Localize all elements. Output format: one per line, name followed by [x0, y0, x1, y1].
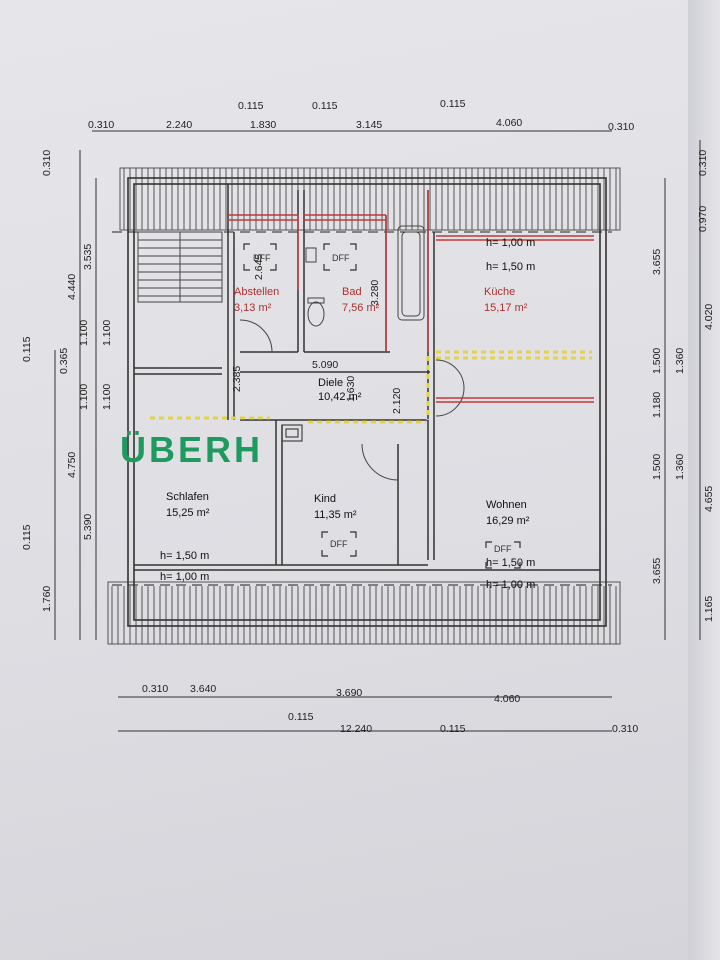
interior-dimension-labels: 2.645 3.280 5.090 2.385 1.630 2.120 — [231, 254, 403, 414]
bathtub — [397, 225, 425, 321]
dim-int-5: 2.120 — [391, 388, 403, 414]
dim-top-5: 3.145 — [356, 119, 382, 131]
room-kind-name: Kind — [314, 493, 336, 505]
dim-bottom-1: 3.640 — [190, 683, 216, 695]
dim-int-1: 3.280 — [369, 280, 381, 306]
skylight-label-2: DFF — [332, 253, 350, 263]
skylight-label-3: DFF — [330, 539, 348, 549]
door-swings — [239, 319, 465, 481]
dim-right-5: 1.360 — [674, 454, 686, 480]
dim-right-4: 1.500 — [651, 454, 663, 480]
stairs — [137, 231, 223, 303]
dim-top-4: 0.115 — [312, 100, 338, 112]
dim-left-4: 0.365 — [58, 348, 70, 374]
washbasin — [305, 247, 317, 263]
room-labels: Abstellen 3,13 m² Bad 7,56 m² Küche 15,1… — [166, 286, 530, 527]
room-abstellen-area: 3,13 m² — [234, 302, 272, 314]
height-wohnen-1: h= 1,50 m — [486, 557, 535, 569]
dim-right-11: 0.310 — [697, 150, 709, 176]
dim-left-0: 0.310 — [41, 150, 53, 176]
room-schlafen-name: Schlafen — [166, 491, 209, 503]
dim-bottom2-1: 12.240 — [340, 723, 372, 735]
dim-right-9: 4.655 — [703, 486, 715, 512]
dim-right-8: 4.020 — [703, 304, 715, 330]
dim-right-3: 1.180 — [651, 392, 663, 418]
dim-top-3: 1.830 — [250, 119, 276, 131]
dim-top-2: 0.115 — [238, 100, 264, 112]
height-kueche-2: h= 1,50 m — [486, 261, 535, 273]
dim-int-2: 5.090 — [312, 359, 338, 371]
dim-right-6: 3.655 — [651, 558, 663, 584]
room-wohnen-name: Wohnen — [486, 499, 527, 511]
room-bad-area: 7,56 m² — [342, 302, 380, 314]
dim-left-10: 5.390 — [82, 514, 94, 540]
dim-left-1: 3.535 — [82, 244, 94, 270]
dim-right-0: 3.655 — [651, 249, 663, 275]
dim-left-12: 1.760 — [41, 586, 53, 612]
height-kueche-1: h= 1,00 m — [486, 237, 535, 249]
room-bad-name: Bad — [342, 286, 362, 298]
dim-int-3: 2.385 — [231, 366, 243, 392]
dim-left-8: 1.100 — [101, 384, 113, 410]
dim-left-3: 0.115 — [21, 336, 33, 362]
dim-top-6: 0.115 — [440, 98, 466, 110]
dim-left-9: 4.750 — [66, 452, 78, 478]
skylight-label-1: DFF — [253, 253, 271, 263]
room-diele-area: 10,42 m² — [318, 391, 362, 403]
dim-bottom-0: 0.310 — [142, 683, 168, 695]
dim-bottom-3: 4.060 — [494, 693, 520, 705]
page-edge — [688, 0, 720, 960]
height-wohnen-2: h= 1,00 m — [486, 579, 535, 591]
dim-right-10: 1.165 — [703, 596, 715, 622]
room-kueche-name: Küche — [484, 286, 515, 298]
left-dimension-labels: 0.310 3.535 4.440 0.115 0.365 1.100 1.10… — [21, 150, 113, 612]
room-kueche-area: 15,17 m² — [484, 302, 528, 314]
dim-top-8: 0.310 — [608, 121, 634, 133]
dim-top-7: 4.060 — [496, 117, 522, 129]
dim-left-6: 1.100 — [101, 320, 113, 346]
height-schlafen-2: h= 1,00 m — [160, 571, 209, 583]
dimension-labels: 0.310 2.240 0.115 1.830 0.115 3.145 0.11… — [88, 98, 638, 735]
room-kind-area: 11,35 m² — [314, 509, 357, 521]
outer-walls — [127, 177, 607, 627]
dim-int-4: 1.630 — [345, 376, 357, 402]
dim-left-2: 4.440 — [66, 274, 78, 300]
dim-bottom2-3: 0.310 — [612, 723, 638, 735]
dim-left-7: 1.100 — [78, 384, 90, 410]
skylight-labels: DFF DFF DFF DFF — [253, 253, 512, 554]
skylight-markers — [243, 243, 521, 569]
dim-top-0: 0.310 — [88, 119, 114, 131]
dimension-lines — [54, 130, 701, 732]
dim-right-1: 1.500 — [651, 348, 663, 374]
dim-int-0: 2.645 — [253, 254, 265, 280]
dim-left-11: 0.115 — [21, 524, 33, 550]
dim-right-7: 0.970 — [697, 206, 709, 232]
dim-top-1: 2.240 — [166, 119, 192, 131]
chimney — [281, 424, 303, 442]
skylight-label-4: DFF — [494, 544, 512, 554]
yellow-highlight-marks — [150, 350, 592, 424]
roof-hatching-bottom — [107, 581, 621, 645]
room-abstellen-name: Abstellen — [234, 286, 279, 298]
ceiling-height-labels: h= 1,00 m h= 1,50 m h= 1,50 m h= 1,00 m … — [160, 237, 535, 591]
knee-wall-lines — [112, 231, 612, 586]
dim-right-2: 1.360 — [674, 348, 686, 374]
height-schlafen-1: h= 1,50 m — [160, 550, 209, 562]
dim-bottom2-2: 0.115 — [440, 723, 466, 735]
toilet — [307, 297, 325, 327]
room-diele-name: Diele — [318, 377, 343, 389]
room-schlafen-area: 15,25 m² — [166, 507, 210, 519]
dim-bottom-2: 3.690 — [336, 687, 362, 699]
stamp-text: ÜBERH — [120, 429, 263, 470]
dim-left-5: 1.100 — [78, 320, 90, 346]
room-wohnen-area: 16,29 m² — [486, 515, 530, 527]
red-slope-lines — [228, 190, 594, 403]
dim-bottom2-0: 0.115 — [288, 711, 314, 723]
right-dimension-labels: 3.655 1.500 1.360 1.180 1.500 1.360 3.65… — [651, 150, 715, 622]
